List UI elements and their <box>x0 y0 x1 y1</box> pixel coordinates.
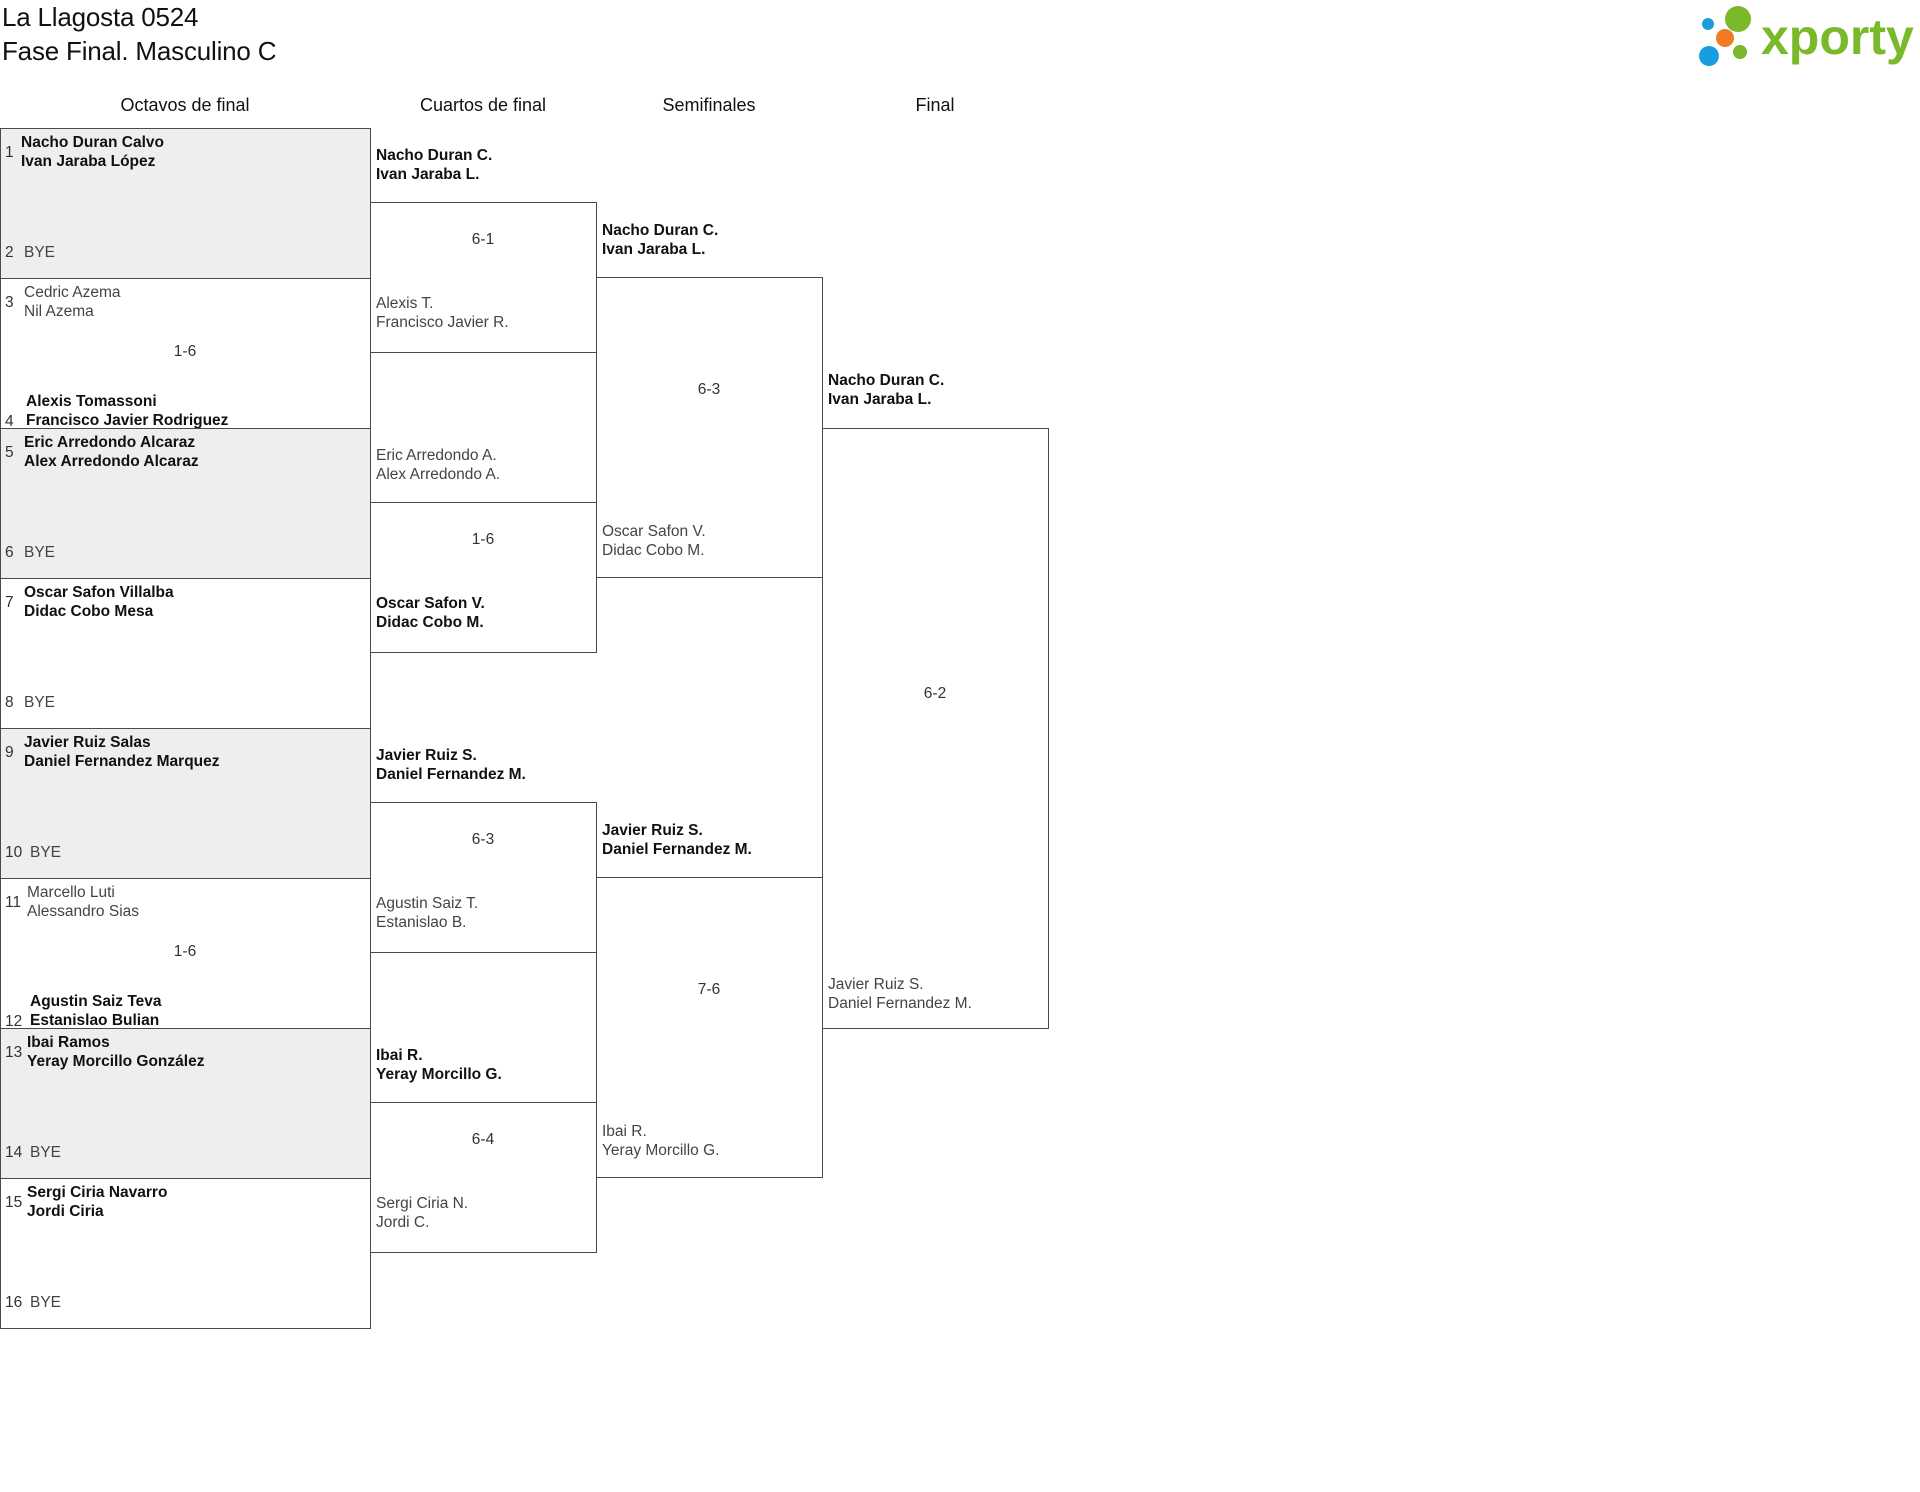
player-name: Alex Arredondo Alcaraz <box>24 453 199 470</box>
player-name: Nil Azema <box>24 303 94 320</box>
match-box <box>822 428 1049 1029</box>
player-name: Alex Arredondo A. <box>376 466 501 483</box>
player-name: Francisco Javier Rodriguez <box>26 412 229 429</box>
player-name: Agustin Saiz T. <box>376 895 479 912</box>
match-box <box>0 1178 371 1329</box>
player-name: Daniel Fernandez Marquez <box>24 753 220 770</box>
player-name: Ivan Jaraba L. <box>602 241 706 258</box>
bye-label: BYE <box>24 694 56 711</box>
tournament-title: La Llagosta 0524 <box>2 2 199 32</box>
player-name: Alessandro Sias <box>27 903 140 920</box>
player-name: Ivan Jaraba L. <box>828 391 932 408</box>
seed-number: 13 <box>5 1044 23 1061</box>
match-score: 6-3 <box>471 831 495 848</box>
xporty-logo: xporty <box>1699 6 1914 66</box>
match-score: 6-4 <box>471 1131 495 1148</box>
round-header-cuartos: Cuartos de final <box>419 95 547 115</box>
match-score: 6-2 <box>923 685 947 702</box>
match-box <box>0 1028 371 1179</box>
player-name: Javier Ruiz S. <box>376 747 477 764</box>
player-name: Estanislao B. <box>376 914 467 931</box>
match-box <box>0 428 371 579</box>
player-name: Alexis T. <box>376 295 434 312</box>
player-name: Alexis Tomassoni <box>26 393 157 410</box>
draw-subtitle: Fase Final. Masculino C <box>2 36 277 66</box>
player-name: Didac Cobo M. <box>376 614 484 631</box>
player-name: Nacho Duran C. <box>602 222 719 239</box>
player-name: Agustin Saiz Teva <box>30 993 162 1010</box>
seed-number: 8 <box>5 694 14 711</box>
player-name: Francisco Javier R. <box>376 314 509 331</box>
seed-number: 14 <box>5 1144 23 1161</box>
player-name: Nacho Duran C. <box>376 147 493 164</box>
player-name: Yeray Morcillo G. <box>602 1142 720 1159</box>
player-name: Sergi Ciria N. <box>376 1195 469 1212</box>
player-name: Jordi C. <box>376 1214 430 1231</box>
bye-label: BYE <box>30 844 62 861</box>
player-name: Yeray Morcillo G. <box>376 1066 502 1083</box>
seed-number: 15 <box>5 1194 23 1211</box>
match-score: 1-6 <box>471 531 495 548</box>
player-name: Eric Arredondo Alcaraz <box>24 434 196 451</box>
round-header-final: Final <box>915 95 955 115</box>
seed-number: 10 <box>5 844 23 861</box>
player-name: Oscar Safon Villalba <box>24 584 174 601</box>
player-name: Ivan Jaraba L. <box>376 166 480 183</box>
player-name: Oscar Safon V. <box>602 523 706 540</box>
player-name: Javier Ruiz Salas <box>24 734 151 751</box>
player-name: Ibai R. <box>376 1047 423 1064</box>
match-box <box>596 277 823 578</box>
seed-number: 3 <box>5 294 14 311</box>
seed-number: 9 <box>5 744 14 761</box>
player-name: Didac Cobo M. <box>602 542 705 559</box>
player-name: Sergi Ciria Navarro <box>27 1184 168 1201</box>
player-name: Eric Arredondo A. <box>376 447 497 464</box>
player-name: Nacho Duran Calvo <box>21 134 164 151</box>
bye-label: BYE <box>24 244 56 261</box>
player-name: Ibai R. <box>602 1123 647 1140</box>
round-header-octavos: Octavos de final <box>120 95 250 115</box>
match-score: 6-1 <box>471 231 495 248</box>
bye-label: BYE <box>24 544 56 561</box>
player-name: Daniel Fernandez M. <box>602 841 752 858</box>
seed-number: 4 <box>5 413 14 430</box>
seed-number: 11 <box>5 894 22 911</box>
seed-number: 6 <box>5 544 14 561</box>
match-score: 1-6 <box>173 343 197 360</box>
match-box <box>0 128 371 279</box>
player-name: Yeray Morcillo González <box>27 1053 205 1070</box>
match-box <box>0 728 371 879</box>
seed-number: 16 <box>5 1294 23 1311</box>
match-score: 1-6 <box>173 943 197 960</box>
player-name: Ibai Ramos <box>27 1034 110 1051</box>
bye-label: BYE <box>30 1294 62 1311</box>
player-name: Didac Cobo Mesa <box>24 603 154 620</box>
player-name: Daniel Fernandez M. <box>828 995 972 1012</box>
player-name: Javier Ruiz S. <box>828 976 924 993</box>
player-name: Marcello Luti <box>27 884 115 901</box>
svg-text:xporty: xporty <box>1761 9 1914 65</box>
player-name: Cedric Azema <box>24 284 121 301</box>
seed-number: 5 <box>5 444 14 461</box>
player-name: Oscar Safon V. <box>376 595 485 612</box>
seed-number: 7 <box>5 594 14 611</box>
seed-number: 2 <box>5 244 14 261</box>
match-score: 7-6 <box>697 981 721 998</box>
player-name: Estanislao Bulian <box>30 1012 160 1029</box>
round-header-semis: Semifinales <box>662 95 756 115</box>
player-name: Daniel Fernandez M. <box>376 766 526 783</box>
match-score: 6-3 <box>697 381 721 398</box>
seed-number: 1 <box>5 144 14 161</box>
player-name: Jordi Ciria <box>27 1203 104 1220</box>
player-name: Nacho Duran C. <box>828 372 945 389</box>
player-name: Javier Ruiz S. <box>602 822 703 839</box>
seed-number: 12 <box>5 1013 23 1030</box>
player-name: Ivan Jaraba López <box>21 153 156 170</box>
bye-label: BYE <box>30 1144 62 1161</box>
